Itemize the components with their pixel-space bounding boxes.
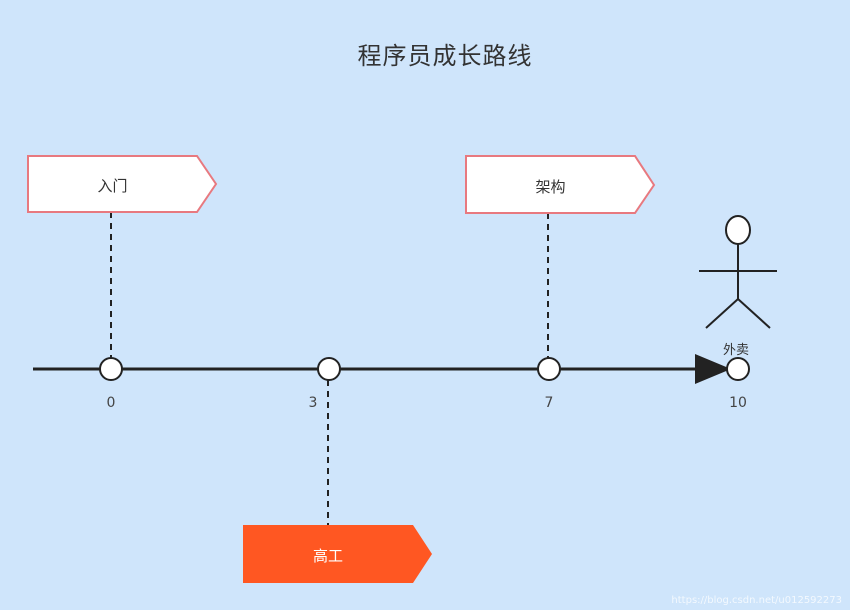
milestone-node-10 <box>726 357 750 381</box>
stick-figure-icon <box>699 215 777 329</box>
flag-rumen-label: 入门 <box>97 177 128 195</box>
flag-rumen-shape <box>27 155 218 213</box>
tick-label-0: 0 <box>106 395 116 411</box>
flag-jiagou-label: 架构 <box>535 178 566 196</box>
person-label: 外卖 <box>723 343 750 358</box>
diagram-title: 程序员成长路线 <box>357 42 533 70</box>
milestone-node-7 <box>537 357 561 381</box>
milestone-node-3 <box>317 357 341 381</box>
tick-label-3: 3 <box>308 395 318 411</box>
flag-gaogong-shape <box>243 525 432 583</box>
milestone-node-0 <box>99 357 123 381</box>
tick-label-7: 7 <box>544 395 554 411</box>
flag-gaogong-label: 高工 <box>312 547 343 565</box>
tick-label-10: 10 <box>729 395 747 411</box>
watermark: https://blog.csdn.net/u012592273 <box>671 595 842 606</box>
flag-jiagou-shape <box>465 155 656 214</box>
